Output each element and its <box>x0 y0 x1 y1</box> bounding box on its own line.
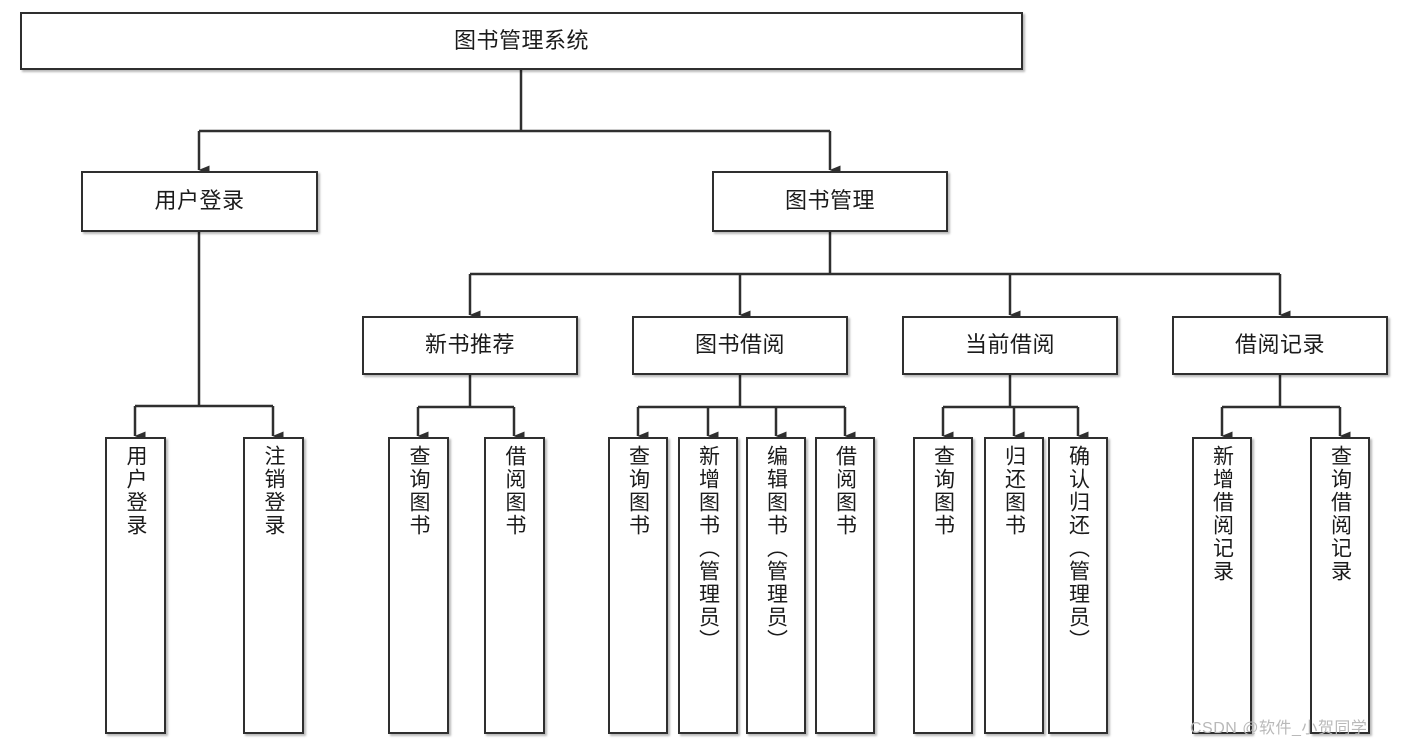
node-leaf-return-book[interactable]: 归还图书 <box>984 437 1044 734</box>
node-borrow-records[interactable]: 借阅记录 <box>1172 316 1388 375</box>
node-label-root: 图书管理系统 <box>453 27 589 53</box>
node-leaf-borrow-book-1[interactable]: 借阅图书 <box>484 437 545 734</box>
node-label-leaf-edit-book-admin: 编辑图书（管理员） <box>764 445 788 652</box>
node-label-leaf-return-book: 归还图书 <box>1002 445 1026 537</box>
node-label-leaf-add-borrow-record: 新增借阅记录 <box>1210 445 1234 583</box>
node-label-book-borrow: 图书借阅 <box>694 332 785 358</box>
node-leaf-query-book-1[interactable]: 查询图书 <box>388 437 449 734</box>
node-leaf-query-book-3[interactable]: 查询图书 <box>913 437 973 734</box>
node-leaf-confirm-return-admin[interactable]: 确认归还（管理员） <box>1048 437 1108 734</box>
node-book-borrow[interactable]: 图书借阅 <box>632 316 848 375</box>
node-root[interactable]: 图书管理系统 <box>20 12 1023 70</box>
node-label-book-management: 图书管理 <box>784 188 875 214</box>
node-label-leaf-user-login: 用户登录 <box>124 445 147 537</box>
node-label-borrow-records: 借阅记录 <box>1234 332 1325 358</box>
node-label-leaf-borrow-book-1: 借阅图书 <box>503 445 526 537</box>
node-leaf-user-login[interactable]: 用户登录 <box>105 437 166 734</box>
node-label-user-login: 用户登录 <box>154 188 245 214</box>
node-leaf-add-borrow-record[interactable]: 新增借阅记录 <box>1192 437 1252 734</box>
node-label-leaf-query-borrow-record: 查询借阅记录 <box>1328 445 1352 583</box>
node-leaf-user-logout[interactable]: 注销登录 <box>243 437 304 734</box>
node-leaf-query-book-2[interactable]: 查询图书 <box>608 437 668 734</box>
connectors-group <box>133 70 1351 441</box>
node-leaf-query-borrow-record[interactable]: 查询借阅记录 <box>1310 437 1370 734</box>
node-label-leaf-query-book-1: 查询图书 <box>407 445 430 537</box>
node-user-login[interactable]: 用户登录 <box>81 171 318 232</box>
node-leaf-borrow-book-2[interactable]: 借阅图书 <box>815 437 875 734</box>
node-label-leaf-add-book-admin: 新增图书（管理员） <box>696 445 720 652</box>
node-label-leaf-confirm-return-admin: 确认归还（管理员） <box>1066 445 1090 652</box>
node-label-new-book-recommend: 新书推荐 <box>424 332 515 358</box>
node-leaf-edit-book-admin[interactable]: 编辑图书（管理员） <box>746 437 806 734</box>
node-label-current-borrow: 当前借阅 <box>964 332 1055 358</box>
node-leaf-add-book-admin[interactable]: 新增图书（管理员） <box>678 437 738 734</box>
node-label-leaf-borrow-book-2: 借阅图书 <box>833 445 857 537</box>
node-label-leaf-query-book-3: 查询图书 <box>931 445 955 537</box>
node-new-book-recommend[interactable]: 新书推荐 <box>362 316 578 375</box>
node-label-leaf-query-book-2: 查询图书 <box>626 445 650 537</box>
node-label-leaf-user-logout: 注销登录 <box>262 445 285 537</box>
node-book-management[interactable]: 图书管理 <box>712 171 948 232</box>
node-current-borrow[interactable]: 当前借阅 <box>902 316 1118 375</box>
